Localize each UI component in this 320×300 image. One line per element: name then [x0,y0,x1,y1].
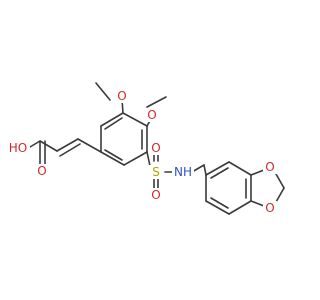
bond [250,169,265,176]
bond [100,112,124,127]
atom-nh: NH [172,165,194,179]
atom-o-methoxy-top: O [115,89,129,103]
bond [275,187,285,203]
bond [250,200,265,207]
bond [56,138,79,152]
bond [77,138,102,153]
atom-s: S [149,165,163,179]
atom-label: O [151,188,160,202]
atom-o-sulfonyl-bottom: O [149,188,163,202]
bond [104,149,123,161]
atom-label: O [37,164,46,178]
atom-label: S [152,165,160,179]
atom-o-dioxole-top: O [263,160,277,174]
atom-label: O [151,141,160,155]
bond [146,151,151,167]
atom-o-dioxole-bottom: O [263,201,277,215]
atom-label-background [6,141,30,155]
bond [210,167,229,179]
atom-label: O [265,201,274,215]
atom-label-background [149,141,163,155]
atom-label-background [263,160,277,174]
bond [205,161,230,176]
atom-label: O [265,160,274,174]
bond [104,117,123,130]
atom-o-methoxy-mid: O [145,108,159,122]
bond [29,140,41,148]
atom-label: O [147,108,156,122]
atom-layer: O O HO O S O O NH [6,89,277,215]
bond [228,200,252,215]
atom-label-background [172,165,194,179]
bond [59,143,81,157]
atom-o-sulfonyl-top: O [149,141,163,155]
bond [39,140,58,152]
atom-label-background [149,165,163,179]
bond [205,200,230,215]
bond [122,112,148,127]
bond [210,197,229,209]
atom-label: NH [174,165,192,179]
bond [100,151,125,166]
atom-label-background [36,164,50,178]
atom-label-background [263,201,277,215]
atom-label-background [149,188,163,202]
bond [228,161,252,176]
bond [123,151,148,166]
atom-label-background [145,108,159,122]
atom-oh: HO [6,141,30,155]
bond [146,96,167,108]
atom-o-carbonyl: O [36,164,50,178]
bond [203,164,207,176]
atom-label: HO [9,141,27,155]
bond [95,82,111,101]
structure-diagram: O O HO O S O O NH [6,82,285,215]
atom-label: O [117,89,126,103]
atom-label-background [115,89,129,103]
bond [275,173,285,189]
